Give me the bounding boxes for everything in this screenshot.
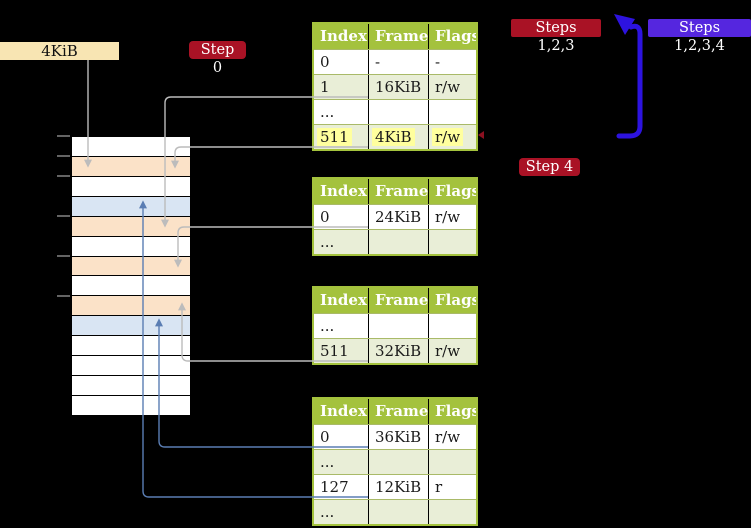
- memory-frame-row: [72, 276, 190, 297]
- step4-label: Step 4: [519, 158, 580, 176]
- table-cell: [368, 230, 428, 254]
- steps1234-label: Steps 1,2,3,4: [648, 19, 751, 54]
- table-row: 0 --: [314, 49, 476, 74]
- highlighted-entry: 511: [317, 128, 352, 146]
- highlighted-entry: r/w: [432, 128, 464, 146]
- table-cell: [428, 500, 476, 524]
- table-row: ...: [314, 229, 476, 254]
- table-cell: 24KiB: [368, 205, 428, 229]
- table-cell: [428, 230, 476, 254]
- table-cell: r/w: [428, 125, 476, 149]
- table-row: ...: [314, 499, 476, 524]
- table-header-cell: Frame: [368, 24, 428, 49]
- steps123-label: Steps 1,2,3: [511, 19, 601, 54]
- memory-frame-row: [72, 216, 190, 237]
- table-cell: ...: [320, 317, 335, 335]
- memory-frame-row: [72, 176, 190, 197]
- table-cell: 0: [320, 428, 330, 446]
- table-cell: -: [428, 50, 476, 74]
- table-row: ...: [314, 313, 476, 338]
- table-header-cell: Frame: [368, 399, 428, 424]
- table-cell: r/w: [428, 75, 476, 99]
- table-cell: ...: [320, 103, 335, 121]
- table-cell: [368, 450, 428, 474]
- table-header-cell: Flags: [428, 24, 476, 49]
- table-cell: 511: [320, 342, 349, 360]
- memory-frame-row: [72, 137, 190, 157]
- table-cell: 1: [320, 78, 330, 96]
- table-header-cell: Flags: [428, 179, 476, 204]
- table-cell: r/w: [428, 425, 476, 449]
- table-cell: [428, 450, 476, 474]
- table-header-cell: Index: [320, 27, 367, 45]
- table-cell: [368, 314, 428, 338]
- memory-frame-row: [72, 156, 190, 177]
- table-cell: 16KiB: [368, 75, 428, 99]
- physical-memory-column: [71, 136, 191, 416]
- highlighted-entry: 4KiB: [372, 128, 415, 146]
- table-cell: [428, 100, 476, 124]
- l4-frame-address-box: 4KiB: [0, 42, 119, 60]
- table-cell: 0: [320, 53, 330, 71]
- table-header-cell: Index: [320, 182, 367, 200]
- table-cell: 12KiB: [368, 475, 428, 499]
- entry-pointer-tick: [478, 131, 484, 139]
- table-cell: ...: [320, 233, 335, 251]
- memory-frame-row: [72, 256, 190, 277]
- table-cell: ...: [320, 503, 335, 521]
- memory-frame-row: [72, 236, 190, 257]
- table-cell: 0: [320, 208, 330, 226]
- step0-label: Step 0: [189, 41, 246, 76]
- table-header-cell: Flags: [428, 288, 476, 313]
- memory-frame-row: [72, 395, 190, 415]
- table-cell: 36KiB: [368, 425, 428, 449]
- table-row: 511 4KiB r/w: [314, 124, 476, 149]
- memory-frame-row: [72, 316, 190, 337]
- memory-frame-row: [72, 296, 190, 317]
- table-cell: 4KiB: [368, 125, 428, 149]
- memory-frame-row: [72, 376, 190, 396]
- table-header-cell: Frame: [368, 288, 428, 313]
- memory-frame-row: [72, 336, 190, 357]
- table-cell: [428, 314, 476, 338]
- table-cell: 32KiB: [368, 339, 428, 363]
- memory-frame-row: [72, 196, 190, 217]
- address-ticks: [57, 135, 70, 297]
- table-header-cell: Frame: [368, 179, 428, 204]
- memory-frame-row: [72, 356, 190, 377]
- table-cell: 127: [320, 478, 349, 496]
- table-cell: [368, 100, 428, 124]
- table-header-cell: Index: [320, 291, 367, 309]
- table-cell: r/w: [428, 205, 476, 229]
- table-cell: r/w: [428, 339, 476, 363]
- table-cell: ...: [320, 453, 335, 471]
- table-header-cell: Flags: [428, 399, 476, 424]
- table-header-cell: Index: [320, 402, 367, 420]
- table-row: ...: [314, 449, 476, 474]
- table-cell: r: [428, 475, 476, 499]
- recursive-loop-arrow: [614, 14, 643, 139]
- table-cell: -: [368, 50, 428, 74]
- table-cell: 511: [314, 125, 368, 149]
- table-row: ...: [314, 99, 476, 124]
- table-cell: [368, 500, 428, 524]
